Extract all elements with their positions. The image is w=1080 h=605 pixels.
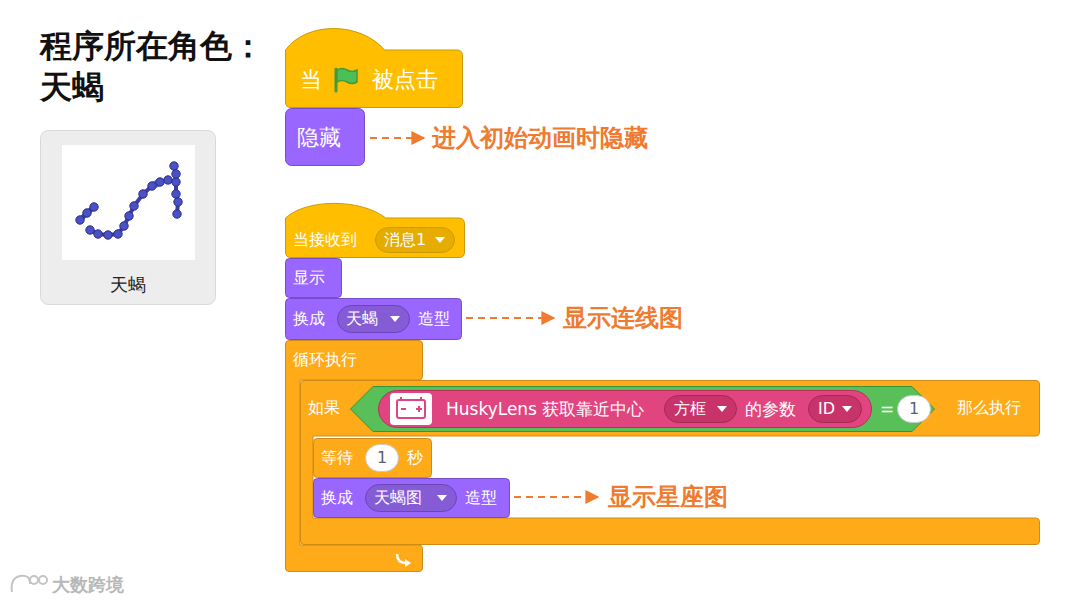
block-text: 1 (377, 448, 387, 467)
block-text: 隐藏 (297, 125, 341, 151)
block-text: 天蝎 (110, 274, 146, 296)
block-text: 天蝎 (346, 309, 378, 328)
block-text: HuskyLens 获取靠近中心 (446, 399, 644, 419)
block-text: 造型 (465, 488, 497, 507)
block-text: 被点击 (372, 67, 438, 93)
dropdown: 消息1 (375, 227, 455, 253)
looks-block: 隐藏 (285, 108, 365, 166)
block-text: 当接收到 (293, 230, 357, 249)
block-text: ID (818, 399, 835, 418)
block-text: = (880, 399, 894, 419)
block-text: 当 (300, 67, 322, 93)
block-text: 秒 (407, 448, 423, 467)
block-text: 显示 (293, 268, 325, 287)
number-input: 1 (365, 444, 399, 472)
leader-line (370, 137, 424, 139)
looks-block: 显示 (285, 258, 342, 298)
block-text: 换成 (293, 309, 325, 328)
number-input: 1 (897, 395, 931, 423)
dropdown: 天蝎 (337, 305, 410, 333)
block-text: 的参数 (745, 399, 796, 419)
looks-block: 换成 造型 天蝎 (285, 298, 462, 340)
equals-block: = HuskyLens 获取靠近中心 的参数 方框 ID 1 (350, 386, 935, 432)
hat-block: 当接收到 消息1 (285, 203, 465, 258)
watermark: 大数跨境 (52, 574, 124, 596)
block-text: 循环执行 (293, 350, 357, 369)
block-text: 等待 (321, 448, 353, 467)
callout-note: 显示连线图 (563, 304, 683, 333)
watermark-logo (12, 576, 47, 592)
leader-line (514, 496, 598, 498)
title: 程序所在角色： 天蝎 (40, 26, 280, 108)
block-text: 那么执行 (957, 398, 1021, 417)
block-text: 消息1 (384, 230, 426, 249)
callout-note: 进入初始动画时隐藏 (432, 124, 648, 153)
dropdown: 方框 (664, 395, 737, 423)
block-text: 方框 (674, 399, 706, 418)
dropdown: 天蝎图 (365, 484, 457, 512)
block-text: 换成 (321, 488, 353, 507)
block-text: 天蝎图 (374, 488, 422, 507)
loop-block: 循环执行如果那么执行=HuskyLens 获取靠近中心的参数方框ID1等待秒1换… (285, 340, 423, 572)
dropdown: ID (808, 395, 862, 423)
looks-block: 换成 造型 天蝎图 (313, 478, 510, 518)
wait-block: 等待 秒 1 (313, 438, 432, 478)
block-text: 造型 (418, 309, 450, 328)
hat-block: 当 被点击 (285, 28, 463, 108)
if-block: 如果 那么执行 = HuskyLens 获取靠近中心 的参数 方框 ID 1 等待 秒 1 换成 造型 天… (300, 380, 1040, 545)
block-text: 1 (909, 399, 919, 418)
leader-line (466, 317, 554, 319)
block-text: 如果 (308, 398, 340, 417)
sprite-card: 天蝎 (40, 130, 216, 305)
huskylens-reporter: HuskyLens 获取靠近中心 的参数 方框 ID (378, 390, 872, 428)
callout-note: 显示星座图 (608, 483, 728, 512)
